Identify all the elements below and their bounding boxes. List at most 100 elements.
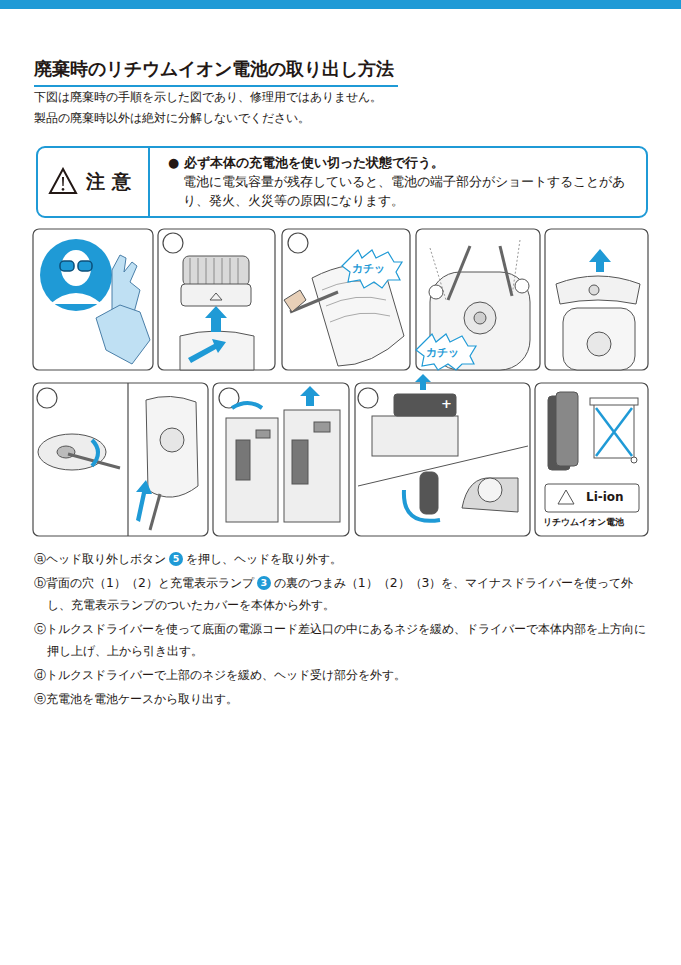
figure-part <box>300 386 320 406</box>
figure-part <box>342 250 402 288</box>
figure-part <box>284 290 306 312</box>
cover-tab-figure <box>284 250 404 366</box>
step-item: ⓐヘッド取り外しボタン5を押し、ヘッドを取り外す。 <box>34 548 652 570</box>
figure-part <box>515 279 529 293</box>
caution-box: 注 意● 必ず本体の充電池を使い切った状態で行う。電池に電気容量が残存していると… <box>36 146 648 218</box>
step-item: ⓒトルクスドライバーを使って底面の電源コード差込口の中にあるネジを緩め、ドライバ… <box>34 618 652 662</box>
figure-part <box>326 297 386 306</box>
divider <box>148 148 150 216</box>
recycle-mark: Li-ion <box>586 490 624 504</box>
figure-part <box>158 229 275 370</box>
battery-removal-figure <box>358 374 528 521</box>
figure-part <box>372 416 458 456</box>
figure-part <box>180 331 254 370</box>
figure-part <box>282 229 410 370</box>
figure-part <box>462 478 518 512</box>
figure-part <box>545 484 639 512</box>
figure-part <box>631 457 637 463</box>
figure-part <box>556 276 640 304</box>
figure-part <box>37 388 57 408</box>
figure-part <box>38 434 106 470</box>
figure-part <box>590 398 638 405</box>
figure-part <box>430 240 520 300</box>
top-bar <box>0 0 681 9</box>
caution-bullet: ● 必ず本体の充電池を使い切った状態で行う。 <box>168 153 638 172</box>
figure-part <box>50 293 102 304</box>
figure-part <box>226 418 278 522</box>
head-removal-figure <box>180 256 254 370</box>
step-item: ⓔ充電池を電池ケースから取り出す。 <box>34 688 652 710</box>
battery-label: リチウムイオン電池 <box>543 517 624 527</box>
step-text: を押し、ヘッドを取り外す。 <box>186 551 342 566</box>
figure-part <box>416 229 540 370</box>
figure-part <box>394 394 456 416</box>
figure-part <box>60 261 74 271</box>
figure-part <box>256 430 270 438</box>
back-cover-figure <box>416 240 530 370</box>
figure-part <box>183 256 249 286</box>
figure-part <box>61 250 91 286</box>
figure-part <box>589 285 599 295</box>
bottom-screw-figure <box>38 396 198 530</box>
figure-part <box>474 312 486 324</box>
figure-part <box>78 261 92 271</box>
safety-icon <box>40 239 150 364</box>
figure-part <box>464 302 496 334</box>
figure-part <box>188 339 226 363</box>
step-text: ⓒトルクスドライバーを使って底面の電源コード差込口の中にあるネジを緩め、ドライバ… <box>34 621 646 658</box>
figure-part <box>213 383 349 536</box>
figure-part <box>596 408 632 456</box>
figure-part <box>404 490 440 521</box>
figure-part <box>556 392 578 466</box>
figure-part <box>429 285 443 299</box>
figure-part <box>33 229 153 370</box>
figure-part <box>210 293 222 300</box>
figure-part <box>96 305 150 364</box>
figure-part <box>358 388 378 408</box>
figure-part <box>160 428 184 452</box>
step-text: ⓓトルクスドライバーで上部のネジを緩め、ヘッド受け部分を外す。 <box>34 667 406 682</box>
disposal-figure <box>545 392 639 512</box>
step-list: ⓐヘッド取り外しボタン5を押し、ヘッドを取り外す。ⓑ背面の穴（1）（2）と充電表… <box>34 548 652 712</box>
figure-part <box>355 383 530 536</box>
figure-part <box>416 334 476 370</box>
figure-part <box>127 383 128 536</box>
figure-part <box>136 480 152 522</box>
figure-part <box>587 332 611 356</box>
exclamation <box>62 177 65 191</box>
click-callout: カチッ <box>426 346 459 359</box>
figure-part <box>146 396 198 497</box>
page-title: 廃棄時のリチウムイオン電池の取り出し方法 <box>34 57 398 87</box>
figure-part <box>190 258 238 284</box>
step-item: ⓓトルクスドライバーで上部のネジを緩め、ヘッド受け部分を外す。 <box>34 664 652 686</box>
figure-part <box>594 404 634 458</box>
battery-terminal: + <box>441 396 452 412</box>
figure-part <box>314 422 330 432</box>
caution-text: 電池に電気容量が残存していると、電池の端子部分がショートすることがあり、発火、火… <box>168 172 638 210</box>
caution-body: ● 必ず本体の充電池を使い切った状態で行う。電池に電気容量が残存していると、電池… <box>160 148 646 216</box>
step-text: ⓐヘッド取り外しボタン <box>34 551 166 566</box>
step-item: ⓑ背面の穴（1）（2）と充電表示ランプ3の裏のつまみ（1）（2）（3）を、マイナ… <box>34 572 652 616</box>
figure-part <box>563 308 635 370</box>
figure-part <box>205 306 227 332</box>
figure-part <box>545 229 648 370</box>
figure-part <box>330 313 390 322</box>
figure-part <box>420 472 438 514</box>
figure-part <box>478 478 502 502</box>
figure-part <box>500 246 512 296</box>
part-number-badge: 3 <box>257 576 271 590</box>
figure-part <box>448 246 470 300</box>
figure-part <box>589 249 611 272</box>
step-text: ⓔ充電池を電池ケースから取り出す。 <box>34 691 238 706</box>
cover-lift-figure <box>556 249 640 370</box>
triangle-outline <box>50 169 76 193</box>
pcb-figure <box>226 386 340 522</box>
step-text: ⓑ背面の穴（1）（2）と充電表示ランプ <box>34 575 254 590</box>
intro-note: 製品の廃棄時以外は絶対に分解しないでください。 <box>34 111 310 126</box>
figure-part <box>284 410 340 522</box>
part-number-badge: 5 <box>169 552 183 566</box>
figure-part <box>40 239 112 311</box>
